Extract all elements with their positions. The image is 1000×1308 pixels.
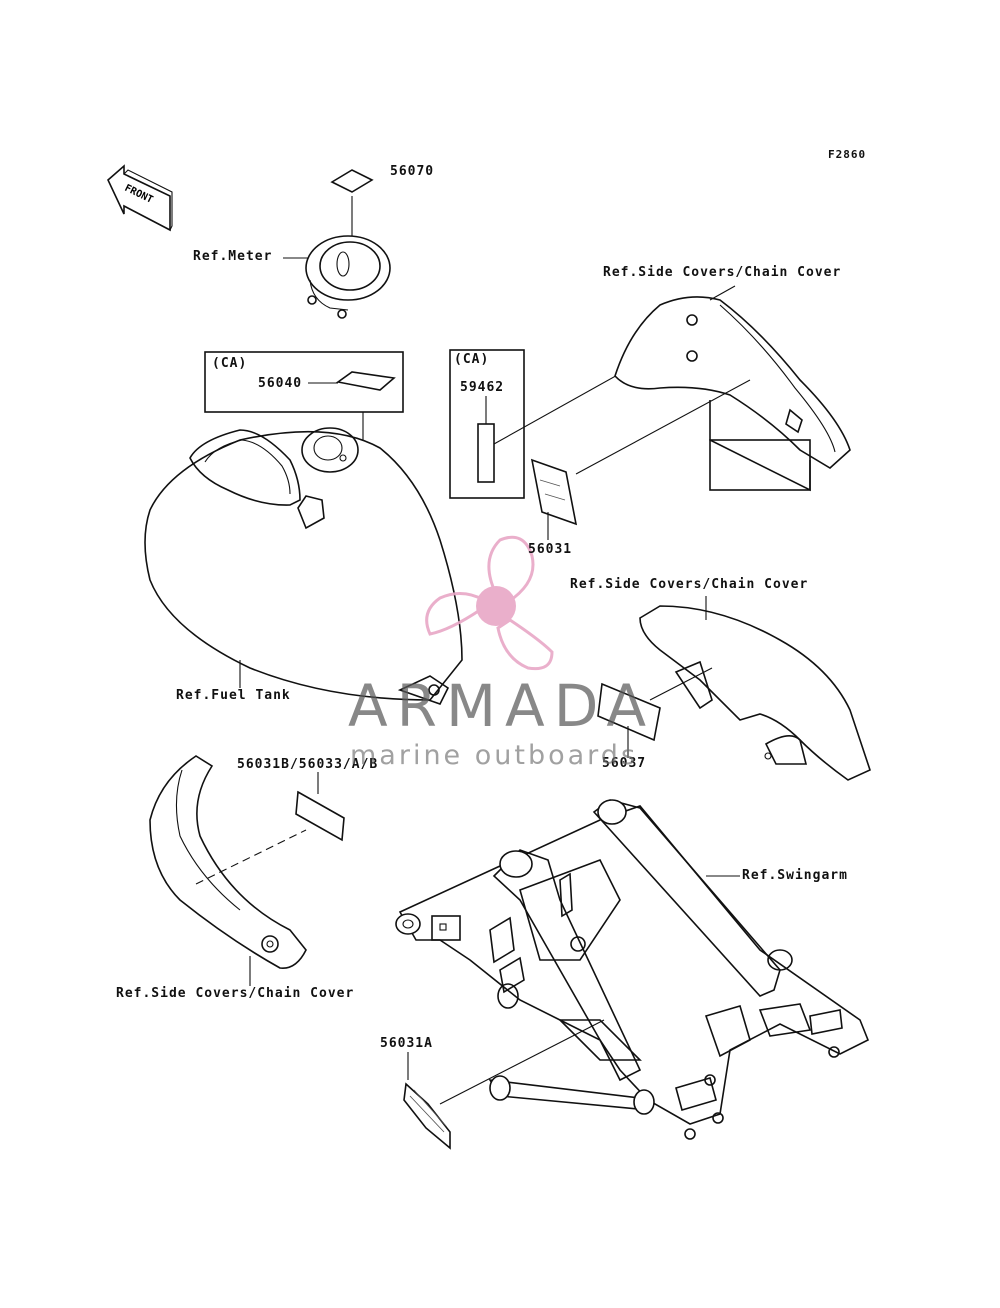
part-label-56037: 56037: [602, 756, 647, 771]
meter-decal-shape: [330, 169, 374, 193]
ref-meter-label: Ref.Meter: [193, 249, 273, 264]
swingarm-part: [395, 799, 870, 1140]
part-label-56070: 56070: [390, 164, 435, 179]
watermark-name: ARMADA: [348, 672, 656, 740]
ca-left-label: (CA): [212, 356, 248, 371]
side-cover-decal-strip: [477, 423, 495, 483]
ca-box-left: [204, 351, 404, 413]
part-label-56031: 56031: [528, 542, 573, 557]
fuel-tank-part: [144, 427, 463, 705]
ref-side-covers-mid-label: Ref.Side Covers/Chain Cover: [570, 577, 809, 592]
meter-part: [283, 235, 391, 319]
left-decal-56031b: [295, 790, 345, 842]
swingarm-decal-56031a: [403, 1082, 451, 1150]
figure-code: F2860: [828, 148, 867, 161]
part-label-59462: 59462: [460, 380, 505, 395]
front-arrow-icon: FRONT: [107, 164, 173, 232]
ref-swingarm-label: Ref.Swingarm: [742, 868, 848, 883]
watermark-tagline: marine outboards: [350, 740, 639, 771]
ca-box-right: [449, 349, 525, 499]
left-side-cover-part: [149, 755, 307, 986]
ref-side-covers-top-label: Ref.Side Covers/Chain Cover: [603, 265, 842, 280]
ref-fuel-tank-label: Ref.Fuel Tank: [176, 688, 291, 703]
part-label-56040: 56040: [258, 376, 303, 391]
ca-right-label: (CA): [454, 352, 490, 367]
part-label-56031b: 56031B/56033/A/B: [237, 757, 379, 772]
part-label-56031a: 56031A: [380, 1036, 433, 1051]
upper-side-cover-part: [614, 285, 851, 492]
side-decal-56031: [530, 458, 578, 526]
tank-decal-shape: [336, 371, 396, 391]
chain-cover-part: [639, 596, 871, 781]
ref-side-covers-bottom-label: Ref.Side Covers/Chain Cover: [116, 986, 355, 1001]
chain-decal-56037: [597, 682, 661, 742]
armada-logo-icon: [425, 535, 554, 671]
